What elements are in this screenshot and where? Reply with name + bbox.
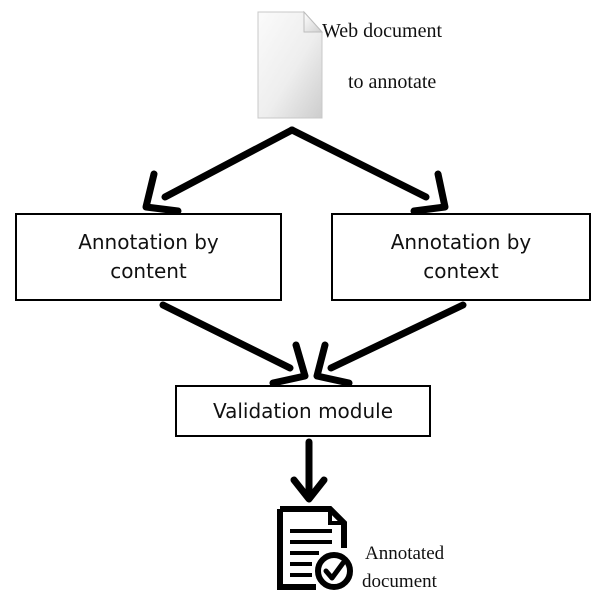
arrow-context-to-validation <box>313 301 467 387</box>
annotation-by-context-box: Annotation by context <box>331 213 591 301</box>
annotation-by-context-line2: context <box>423 259 499 283</box>
validation-module-label: Validation module <box>212 398 394 423</box>
annotation-by-content-line2: content <box>110 259 187 283</box>
output-document-label-line2: document <box>362 571 437 592</box>
document-page-icon <box>257 10 324 119</box>
annotation-by-content-line1: Annotation by <box>78 230 219 254</box>
validation-module-box: Validation module <box>175 385 431 437</box>
annotation-by-context-line1: Annotation by <box>390 230 532 254</box>
document-checkmark-icon <box>277 506 353 590</box>
arrow-source-to-content <box>142 126 296 215</box>
annotation-by-content-text: Annotation by content <box>78 228 219 286</box>
arrow-source-to-context <box>288 126 449 215</box>
arrow-content-to-validation <box>159 301 309 387</box>
source-document-label-line2: to annotate <box>348 71 437 93</box>
output-document-label-line1: Annotated <box>365 543 445 564</box>
annotation-by-context-text: Annotation by context <box>391 228 532 286</box>
annotation-by-content-box: Annotation by content <box>15 213 282 301</box>
source-document-label-line1: Web document <box>322 20 443 42</box>
arrow-validation-to-output <box>290 438 328 503</box>
